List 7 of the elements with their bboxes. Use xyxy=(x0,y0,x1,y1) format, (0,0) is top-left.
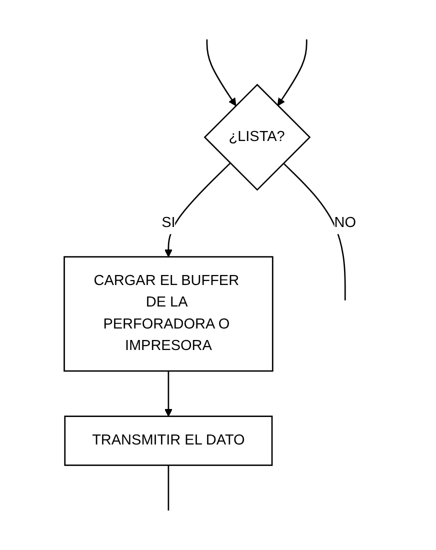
arrow xyxy=(164,371,172,417)
arrow xyxy=(164,162,230,258)
node-box: TRANSMITIR EL DATO xyxy=(64,416,272,466)
node-diamond: ¿LISTA? xyxy=(203,84,310,191)
arrow xyxy=(277,39,308,106)
node-box: CARGAR EL BUFFER DE LA PERFORADORA O IMPRESORA xyxy=(63,256,274,372)
arrow xyxy=(206,39,236,106)
